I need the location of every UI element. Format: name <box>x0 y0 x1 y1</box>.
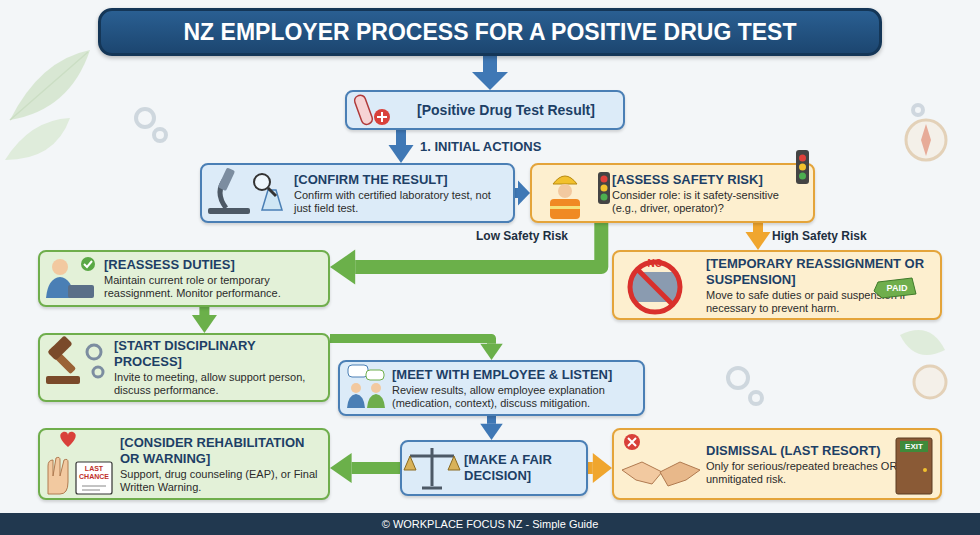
compass <box>914 366 946 398</box>
arrow-head <box>472 72 508 90</box>
compass-needle <box>921 124 931 156</box>
node-heading: [ASSESS SAFETY RISK] <box>612 172 807 188</box>
arrow-shaft <box>199 307 209 315</box>
arrow-head <box>192 315 217 333</box>
sign-text: EXIT <box>900 442 928 451</box>
arrow-shaft <box>396 130 406 145</box>
arrow-head <box>518 181 530 206</box>
flow-arrow <box>330 223 601 285</box>
arrow-head <box>593 453 612 483</box>
gear <box>728 368 748 388</box>
leaf <box>900 330 945 355</box>
process-box: [CONFIRM THE RESULT]Confirm with certifi… <box>200 163 515 223</box>
node-heading: [MEET WITH EMPLOYEE & LISTEN] <box>392 367 637 383</box>
process-box: [START DISCIPLINARY PROCESS]Invite to me… <box>38 333 330 402</box>
arrow-head <box>330 453 352 483</box>
gear <box>154 129 166 141</box>
node-body: Only for serious/repeated breaches OR hi… <box>706 460 934 486</box>
gear <box>750 392 762 404</box>
arrow-head <box>330 250 355 285</box>
process-box: [REASSESS DUTIES]Maintain current role o… <box>38 250 330 307</box>
arrow-shaft <box>515 188 518 198</box>
node-body: Invite to meeting, allow support person,… <box>114 371 322 397</box>
node-heading: [CONSIDER REHABILITATION OR WARNING] <box>120 435 322 467</box>
flow-arrow <box>330 453 400 483</box>
flow-arrow <box>480 416 503 440</box>
leaf <box>10 50 90 120</box>
leaf <box>5 118 70 160</box>
node-body: Maintain current role or temporary reass… <box>104 274 322 300</box>
card-text: LAST CHANCE <box>77 465 111 481</box>
node-heading: [TEMPORARY REASSIGNMENT OR SUSPENSION] <box>706 256 934 288</box>
edge-label: 1. INITIAL ACTIONS <box>420 140 541 154</box>
arrow-shaft <box>753 223 763 232</box>
leaf-vein <box>10 52 88 120</box>
decision-box: [MAKE A FAIR DECISION] <box>400 440 588 496</box>
gear <box>913 105 923 115</box>
sign-text: NO <box>640 258 670 269</box>
caption: © WORKPLACE FOCUS NZ - Simple Guide <box>382 517 599 531</box>
node-heading: [START DISCIPLINARY PROCESS] <box>114 338 322 370</box>
footer-band: © WORKPLACE FOCUS NZ - Simple Guide <box>0 513 980 535</box>
arrow-shaft <box>483 56 497 74</box>
node-heading: [Positive Drug Test Result] <box>417 102 595 119</box>
outcome-box: [CONSIDER REHABILITATION OR WARNING]Supp… <box>38 428 330 500</box>
arrow-shaft <box>588 462 593 474</box>
title-arrow <box>472 56 508 90</box>
flow-arrow <box>389 130 414 163</box>
start-box: [Positive Drug Test Result] <box>345 90 625 130</box>
node-heading: [CONFIRM THE RESULT] <box>294 172 507 188</box>
gear <box>136 109 154 127</box>
process-box: [MEET WITH EMPLOYEE & LISTEN]Review resu… <box>338 360 645 416</box>
arrow-head <box>746 232 771 250</box>
node-body: Consider role: is it safety-sensitive (e… <box>612 189 807 215</box>
leaf-decor <box>5 50 945 355</box>
light <box>799 155 806 162</box>
decision-box: [ASSESS SAFETY RISK]Consider role: is it… <box>530 163 815 223</box>
arrow-head <box>480 424 503 440</box>
flow-arrow <box>192 307 217 333</box>
tag-text: PAID <box>880 283 914 293</box>
arrow-head <box>389 145 414 163</box>
arrow-shaft <box>355 223 601 267</box>
edge-label: Low Safety Risk <box>476 229 568 243</box>
node-heading: [REASSESS DUTIES] <box>104 257 322 273</box>
arrow-shaft <box>487 416 496 424</box>
title-banner: NZ EMPLOYER PROCESS FOR A POSITIVE DRUG … <box>98 8 882 56</box>
compass <box>906 120 946 160</box>
title: NZ EMPLOYER PROCESS FOR A POSITIVE DRUG … <box>184 18 797 46</box>
flow-arrow <box>588 453 612 483</box>
arrow-shaft <box>330 339 492 344</box>
arrow-shaft <box>352 462 400 474</box>
node-heading: [MAKE A FAIR DECISION] <box>464 452 580 484</box>
arrow-head <box>480 344 503 360</box>
flow-arrow <box>746 223 771 250</box>
flow-arrow <box>330 339 503 361</box>
node-body: Confirm with certified laboratory test, … <box>294 189 507 215</box>
node-body: Review results, allow employee explanati… <box>392 384 637 410</box>
node-heading: DISMISSAL (LAST RESORT) <box>706 443 934 459</box>
edge-label: High Safety Risk <box>772 229 867 243</box>
node-body: Support, drug counseling (EAP), or Final… <box>120 468 322 494</box>
flow-arrow <box>515 181 530 206</box>
outcome-box: DISMISSAL (LAST RESORT)Only for serious/… <box>612 428 942 500</box>
